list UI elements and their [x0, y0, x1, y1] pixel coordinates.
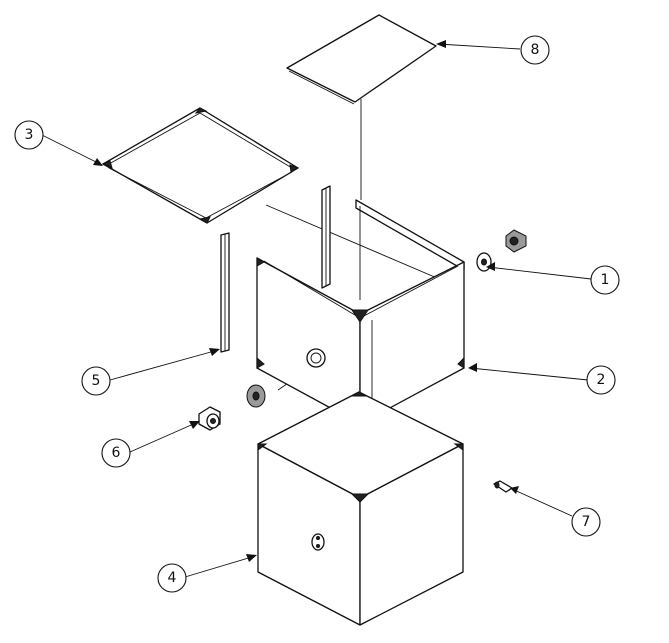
callout-balloon-8[interactable]: 8: [520, 35, 550, 65]
callout-label-6: 6: [112, 445, 121, 461]
part-7-pin[interactable]: [493, 480, 513, 493]
callout-balloon-7[interactable]: 7: [571, 507, 601, 537]
locknut-left[interactable]: [246, 384, 266, 408]
callout-label-1: 1: [601, 272, 610, 288]
part-5-mounting-channel[interactable]: [220, 185, 331, 353]
callout-balloon-4[interactable]: 4: [157, 563, 187, 593]
callout-label-7: 7: [582, 514, 591, 530]
callout-balloon-5[interactable]: 5: [81, 366, 111, 396]
callout-balloon-6[interactable]: 6: [101, 438, 131, 468]
callout-label-5: 5: [92, 373, 101, 389]
part-3-lid-panel[interactable]: [101, 107, 300, 224]
callout-label-2: 2: [597, 372, 606, 388]
callout-balloon-3[interactable]: 3: [14, 120, 44, 150]
cable-gland-nut-upper[interactable]: [505, 229, 527, 253]
callout-label-3: 3: [25, 127, 34, 143]
part-4-outer-enclosure[interactable]: [257, 391, 464, 626]
callout-label-8: 8: [531, 42, 540, 58]
part-6-cable-gland[interactable]: [198, 406, 221, 431]
part-8-top-cover-plate[interactable]: [286, 14, 437, 105]
part-1-grommet[interactable]: [476, 252, 492, 272]
callout-balloon-2[interactable]: 2: [586, 365, 616, 395]
callout-balloon-1[interactable]: 1: [590, 265, 620, 295]
part-2-inner-frame-box[interactable]: [256, 199, 465, 429]
callout-label-4: 4: [168, 570, 177, 586]
leader-lines: [41, 40, 592, 578]
